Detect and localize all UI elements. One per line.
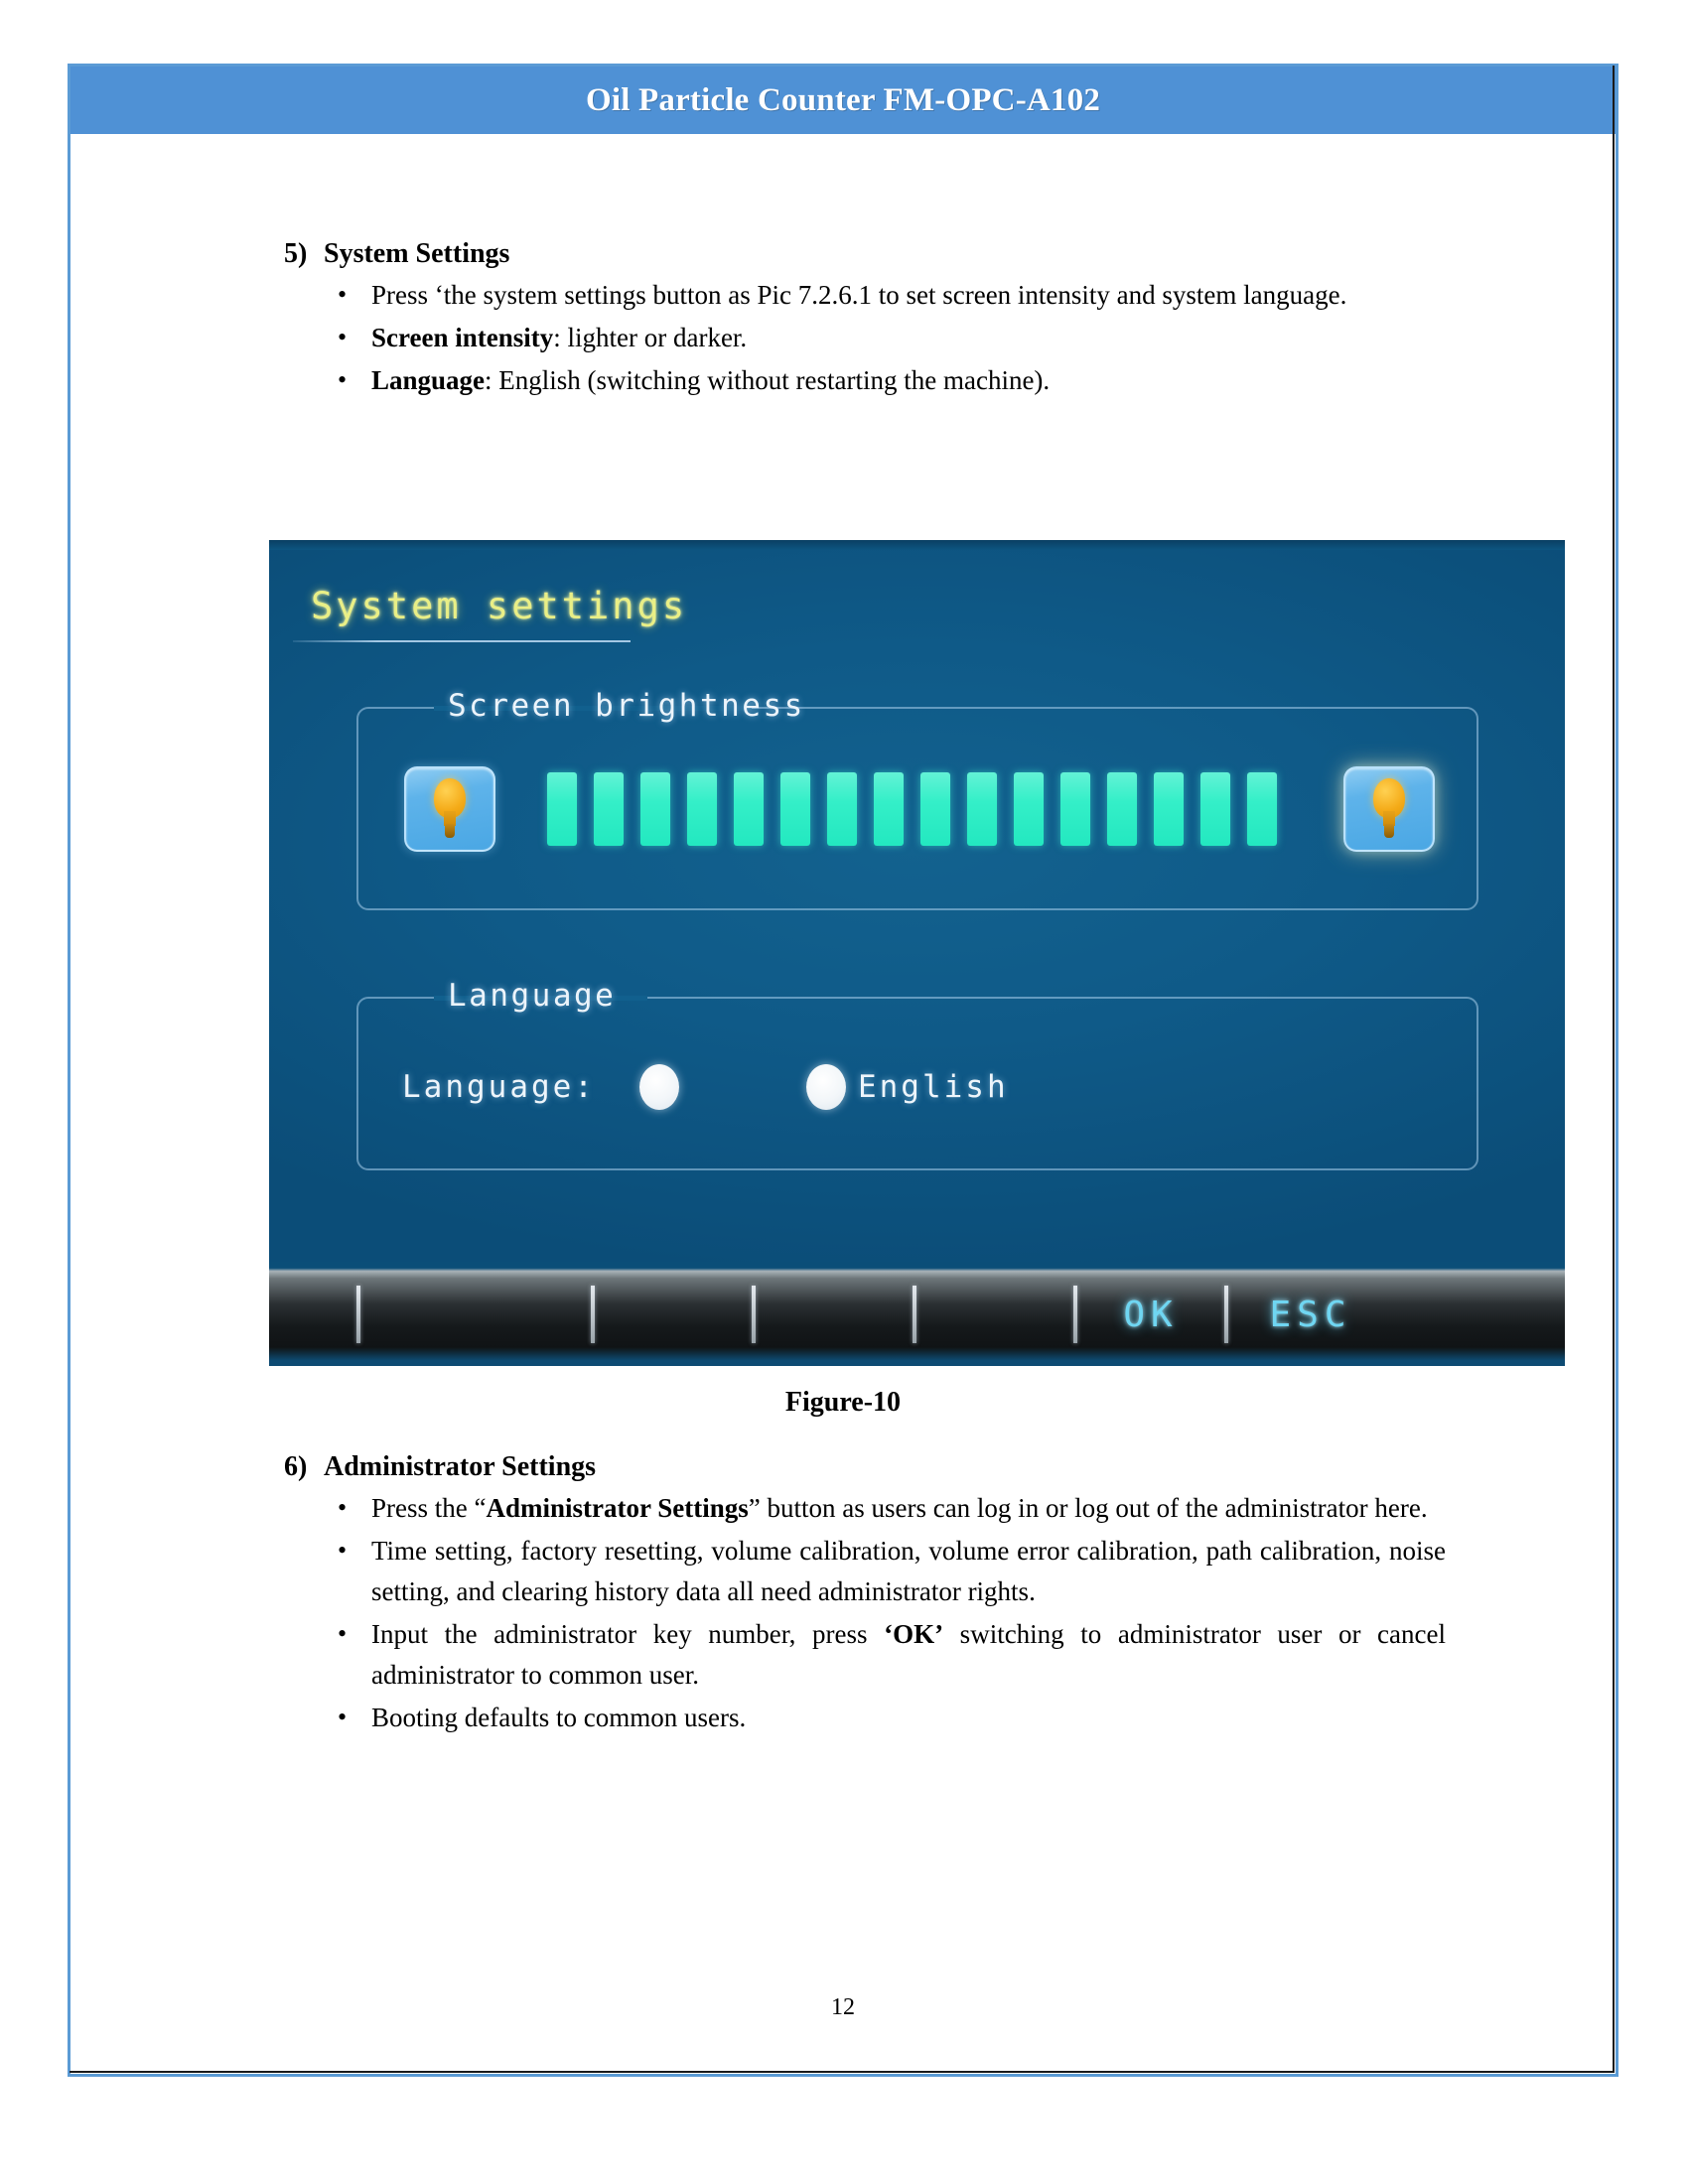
list-item: Press the “Administrator Settings” butto… (324, 1487, 1446, 1529)
screen-title: System settings (311, 585, 688, 627)
brightness-segment (1107, 772, 1137, 846)
bullet-list-administrator-settings: Press the “Administrator Settings” butto… (324, 1487, 1446, 1740)
page-frame: Oil Particle Counter FM-OPC-A102 5) Syste… (68, 64, 1618, 2077)
softkey-esc[interactable]: ESC (1269, 1294, 1352, 1335)
softkey-separator (1073, 1286, 1077, 1343)
screen-brightness-legend: Screen brightness (448, 688, 805, 724)
brightness-segment (687, 772, 717, 846)
brightness-segment (734, 772, 764, 846)
device-screen: System settings Screen brightness (269, 540, 1565, 1262)
brightness-level-bar[interactable] (547, 771, 1302, 847)
section-heading-system-settings: 5) System Settings (284, 238, 509, 270)
brightness-segment (1060, 772, 1090, 846)
brightness-segment (640, 772, 670, 846)
language-selection-row: Language: English (402, 1064, 1009, 1110)
list-item: Time setting, factory resetting, volume … (324, 1530, 1446, 1612)
page-number: 12 (831, 1994, 855, 2020)
brightness-segment (920, 772, 950, 846)
section-heading-administrator-settings: 6) Administrator Settings (284, 1451, 596, 1483)
language-legend: Language (448, 978, 617, 1014)
brightness-segment (967, 772, 997, 846)
brightness-segment (547, 772, 577, 846)
softkey-separator (913, 1286, 916, 1343)
language-row-label: Language: (402, 1069, 596, 1105)
brightness-segment (1154, 772, 1184, 846)
brightness-segment (1014, 772, 1044, 846)
brightness-increase-button[interactable] (1343, 766, 1435, 852)
brightness-decrease-button[interactable] (404, 766, 495, 852)
softkey-separator (752, 1286, 756, 1343)
softkey-separator (356, 1286, 360, 1343)
brightness-segment (1200, 772, 1230, 846)
section-number: 6) (284, 1451, 308, 1482)
brightness-segment (594, 772, 624, 846)
figure-device-screenshot: System settings Screen brightness (269, 540, 1565, 1366)
screen-brightness-group: Screen brightness (356, 688, 1478, 910)
legend-mask (434, 996, 647, 1001)
document-header-banner: Oil Particle Counter FM-OPC-A102 (70, 67, 1616, 134)
list-item: Booting defaults to common users. (324, 1697, 1446, 1738)
softkey-separator (591, 1286, 595, 1343)
language-radio-chinese[interactable] (638, 1064, 679, 1110)
list-item: Press ‘the system settings button as Pic… (324, 274, 1416, 316)
document-title: Oil Particle Counter FM-OPC-A102 (585, 81, 1101, 118)
section-title: Administrator Settings (324, 1451, 597, 1482)
brightness-segment (1247, 772, 1277, 846)
screen-title-underline (293, 640, 631, 642)
softkey-ok[interactable]: OK (1123, 1294, 1179, 1335)
page-content: 5) System Settings Press ‘the system sett… (70, 134, 1616, 2074)
list-item: Screen intensity: lighter or darker. (324, 317, 1416, 358)
softkey-separator (1224, 1286, 1228, 1343)
language-radio-english[interactable] (805, 1064, 846, 1110)
language-group: Language Language: English (356, 978, 1478, 1170)
list-item: Input the administrator key number, pres… (324, 1613, 1446, 1696)
brightness-segment (874, 772, 904, 846)
light-bulb-icon (430, 778, 470, 840)
list-item: Language: English (switching without res… (324, 359, 1416, 401)
light-bulb-icon (1369, 778, 1409, 840)
language-option-label-english: English (857, 1069, 1009, 1105)
section-title: System Settings (324, 238, 510, 269)
device-softkey-bar: OK ESC (269, 1262, 1565, 1366)
bullet-list-system-settings: Press ‘the system settings button as Pic… (324, 274, 1416, 403)
figure-caption: Figure-10 (784, 1387, 902, 1418)
legend-mask (434, 706, 752, 711)
brightness-segment (827, 772, 857, 846)
section-number: 5) (284, 238, 308, 269)
brightness-segment (780, 772, 810, 846)
softkey-row: OK ESC (269, 1276, 1565, 1353)
